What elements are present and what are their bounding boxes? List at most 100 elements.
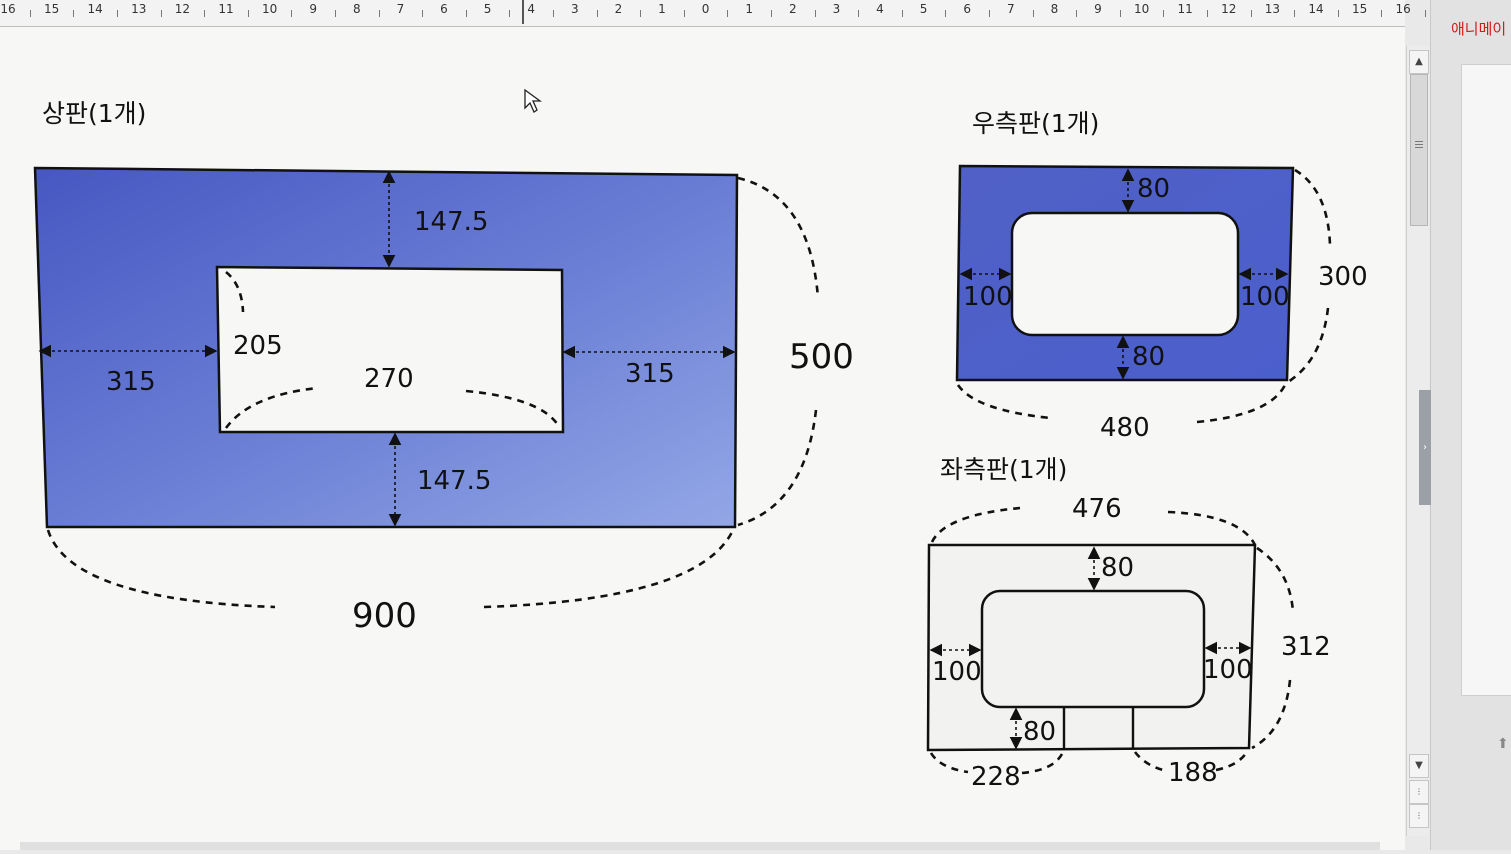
right-dim-label-width: 480: [1100, 413, 1150, 443]
pane-expand-icon[interactable]: ›: [1419, 390, 1431, 505]
horizontal-scrollbar[interactable]: [20, 842, 1380, 850]
ruler-tick-mark: [771, 10, 772, 17]
ruler-tick-label: 3: [570, 2, 579, 16]
top-dash-right-lower: [737, 409, 818, 527]
ruler-tick-mark: [335, 10, 336, 17]
scroll-grip-line: [1415, 141, 1423, 142]
scroll-thumb[interactable]: [1410, 74, 1428, 226]
top-dim-label-top: 147.5: [414, 207, 488, 237]
right-dash-bottom-right: [1196, 384, 1287, 424]
ruler-indent-marker[interactable]: [522, 0, 524, 24]
top-dim-label-height: 500: [789, 337, 854, 377]
ruler-tick-mark: [465, 10, 467, 17]
ruler-tick-mark: [247, 10, 249, 17]
ruler-tick-label: 4: [527, 2, 536, 16]
top-dash-right-upper: [737, 176, 820, 299]
top-dash-inner-bottom-left: [224, 386, 319, 429]
ruler-tick-mark: [1425, 10, 1426, 17]
ruler-tick-label: 2: [788, 2, 797, 16]
top-dash-bottom-right: [483, 529, 735, 609]
ruler-tick-label: 7: [1006, 2, 1015, 16]
left-dash-right-upper: [1256, 546, 1295, 613]
next-page-icon[interactable]: ⋮: [1409, 804, 1429, 828]
ruler-tick-mark: [204, 10, 206, 17]
ruler-tick-label: 15: [43, 2, 60, 16]
ruler-tick-label: 8: [352, 2, 361, 16]
ruler-tick-label: 14: [1308, 2, 1324, 16]
right-panel-opening: [1010, 211, 1240, 337]
left-panel-opening: [980, 589, 1206, 709]
ruler-tick-mark: [509, 10, 511, 17]
mouse-cursor-icon: [524, 88, 542, 113]
ruler-tick-label: 8: [1050, 2, 1059, 16]
ruler-tick-mark: [160, 10, 162, 17]
ruler-tick-mark: [1207, 10, 1208, 17]
ruler-tick-label: 13: [1264, 2, 1281, 16]
top-dim-label-right: 315: [625, 359, 675, 389]
scroll-up-icon[interactable]: ▲: [1409, 50, 1429, 74]
ruler-tick-label: 13: [131, 2, 147, 16]
ruler-tick-label: 3: [832, 2, 841, 16]
scroll-grip-line: [1415, 147, 1423, 148]
ruler-tick-label: 1: [658, 2, 666, 16]
left-dim-label-left: 100: [932, 657, 982, 687]
side-task-pane: › 애니메이 ⬆: [1419, 0, 1511, 850]
ruler-tick-mark: [596, 10, 598, 17]
left-dash-top-left: [930, 506, 1021, 543]
prev-page-icon[interactable]: ⋮: [1409, 780, 1429, 804]
right-dim-label-right: 100: [1240, 282, 1290, 312]
ruler-tick-mark: [422, 10, 424, 17]
left-dash-bottom-b: [1021, 751, 1065, 775]
ruler-tick-mark: [1337, 10, 1339, 17]
left-panel-title: 좌측판(1개): [940, 455, 1067, 484]
left-dim-label-bottom-right: 188: [1168, 758, 1218, 788]
ruler-tick-label: 12: [174, 2, 191, 16]
vertical-scrollbar[interactable]: ▲ ▼ ⋮ ⋮: [1406, 46, 1429, 836]
ruler-tick-label: 11: [1177, 2, 1193, 16]
right-dim-label-height: 300: [1318, 262, 1368, 292]
ruler-tick-label: 4: [876, 2, 884, 16]
left-dim-label-width: 476: [1072, 494, 1122, 524]
ruler-tick-label: 2: [614, 2, 623, 16]
top-dash-bottom-left: [46, 529, 276, 609]
top-panel-opening: [215, 265, 565, 434]
ruler-tick-label: 16: [1395, 2, 1411, 16]
right-dim-label-left: 100: [963, 282, 1013, 312]
ruler-tick-label: 10: [1133, 2, 1150, 16]
task-pane-content: [1461, 64, 1511, 696]
ruler-tick-mark: [901, 10, 903, 17]
ruler-tick-label: 6: [963, 2, 972, 16]
top-dash-inner-left: [225, 270, 245, 313]
right-dim-label-bottom: 80: [1132, 342, 1165, 372]
ruler-tick-label: 0: [701, 2, 710, 16]
left-dim-label-bottom: 80: [1023, 717, 1056, 747]
ruler-tick-label: 1: [745, 2, 754, 16]
move-up-icon[interactable]: ⬆: [1497, 736, 1509, 752]
ruler-tick-mark: [1119, 10, 1121, 17]
top-dash-inner-bottom-right: [465, 389, 560, 426]
ruler-tick-mark: [378, 10, 380, 17]
left-dash-bottom-d: [1215, 749, 1250, 772]
ruler-tick-mark: [814, 10, 816, 17]
ruler-tick-label: 15: [1351, 2, 1368, 16]
left-dash-right-lower: [1251, 679, 1292, 750]
left-dim-label-top: 80: [1101, 553, 1134, 583]
scroll-down-icon[interactable]: ▼: [1409, 754, 1429, 778]
ruler-tick-label: 12: [1221, 2, 1237, 16]
ruler-tick-label: 11: [218, 2, 234, 16]
ruler-tick-mark: [640, 10, 642, 17]
ruler-tick-mark: [1032, 10, 1034, 17]
ruler-tick-mark: [989, 10, 990, 17]
ruler-tick-label: 9: [1094, 2, 1102, 16]
right-panel-title: 우측판(1개): [972, 109, 1099, 138]
top-panel-title: 상판(1개): [42, 99, 146, 128]
left-dash-top-right: [1167, 510, 1257, 546]
right-dash-upper: [1294, 168, 1332, 246]
right-dash-lower: [1287, 307, 1330, 384]
ruler-tick-mark: [858, 10, 860, 17]
right-dim-label-top: 80: [1137, 174, 1170, 204]
ruler-tick-mark: [1163, 10, 1165, 17]
animation-tab[interactable]: 애니메이: [1451, 20, 1507, 38]
document-canvas[interactable]: 상판(1개) 147.5 147.5 315 315 205 270 500 9…: [0, 27, 1405, 850]
